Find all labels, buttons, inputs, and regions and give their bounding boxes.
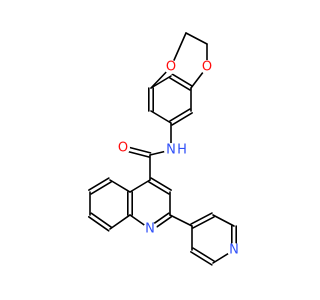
- bond: [109, 179, 131, 193]
- bond: [169, 108, 191, 122]
- atom-label-background: [227, 243, 241, 257]
- bond: [90, 212, 113, 228]
- bond: [109, 214, 131, 230]
- atom-label-o3: O: [118, 141, 128, 156]
- bond: [190, 251, 213, 266]
- atom-label-background: [164, 143, 178, 157]
- atom-label-o1: O: [166, 60, 176, 75]
- bond: [171, 73, 193, 87]
- bond: [88, 177, 110, 191]
- atom-label-o2: O: [202, 60, 212, 75]
- bond: [192, 247, 215, 262]
- bond: [150, 75, 172, 89]
- atom-label-background: [116, 141, 130, 155]
- bond: [171, 112, 193, 126]
- bond: [150, 177, 172, 191]
- atom-label-background: [143, 222, 157, 236]
- atom-label-background: [175, 143, 189, 157]
- bonds: [87, 32, 237, 266]
- bond: [169, 214, 193, 227]
- bond: [212, 214, 235, 227]
- atom-label-n2: N: [145, 222, 155, 237]
- bond: [190, 212, 213, 225]
- atom-label-n3: N: [229, 243, 239, 258]
- atom-label-background: [200, 60, 214, 74]
- bond: [150, 110, 172, 124]
- bond: [87, 216, 110, 232]
- bond: [185, 32, 208, 45]
- bond: [169, 77, 191, 91]
- bond: [192, 216, 215, 229]
- atom-label-background: [164, 60, 178, 74]
- atom-label-n1: N: [166, 143, 176, 158]
- bond: [129, 179, 151, 193]
- atom-label-h1: H: [177, 143, 187, 158]
- bond: [148, 181, 170, 195]
- bond: [90, 181, 112, 195]
